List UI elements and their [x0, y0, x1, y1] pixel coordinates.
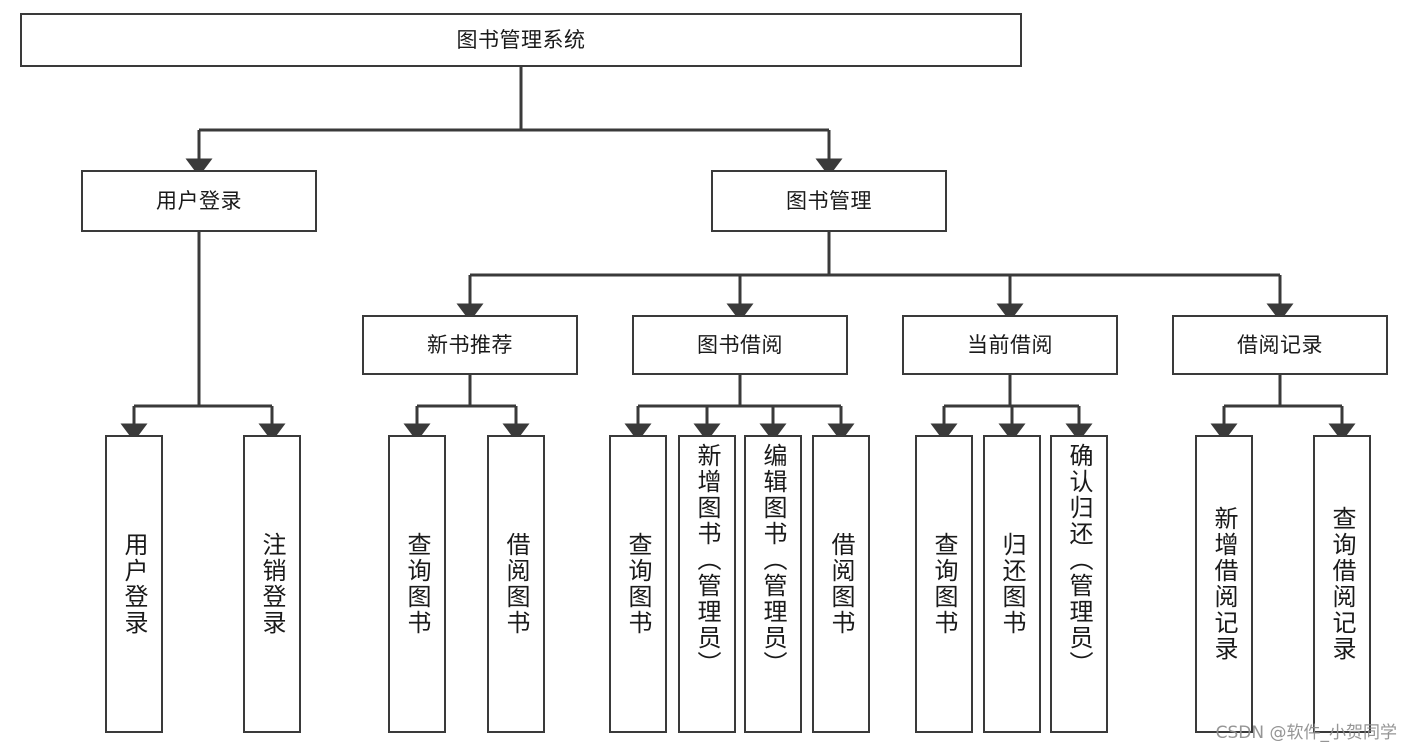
node-label: 查询图书: [624, 532, 652, 636]
node-label: 借阅图书: [827, 532, 855, 636]
node-label: 确认归还（管理员）: [1065, 443, 1093, 677]
node-label: 借阅图书: [502, 532, 530, 636]
node-label: 归还图书: [998, 532, 1026, 636]
node-label: 查询图书: [930, 532, 958, 636]
leaf-leaf-add-book[interactable]: 新增图书（管理员）: [678, 435, 736, 733]
node-label: 图书管理系统: [456, 27, 586, 52]
leaf-leaf-query-book-3[interactable]: 查询图书: [915, 435, 973, 733]
node-label: 新增借阅记录: [1210, 506, 1238, 662]
leaf-leaf-query-record[interactable]: 查询借阅记录: [1313, 435, 1371, 733]
leaf-leaf-user-logout[interactable]: 注销登录: [243, 435, 301, 733]
leaf-leaf-edit-book[interactable]: 编辑图书（管理员）: [744, 435, 802, 733]
node-label: 图书借阅: [697, 332, 783, 357]
node-label: 用户登录: [120, 532, 148, 636]
node-label: 查询图书: [403, 532, 431, 636]
leaf-leaf-add-record[interactable]: 新增借阅记录: [1195, 435, 1253, 733]
node-label: 当前借阅: [967, 332, 1053, 357]
leaf-leaf-borrow-book-2[interactable]: 借阅图书: [812, 435, 870, 733]
node-borrow-record[interactable]: 借阅记录: [1172, 315, 1388, 375]
leaf-leaf-return-book[interactable]: 归还图书: [983, 435, 1041, 733]
node-label: 用户登录: [156, 188, 242, 213]
leaf-leaf-query-book-1[interactable]: 查询图书: [388, 435, 446, 733]
node-book-borrow[interactable]: 图书借阅: [632, 315, 848, 375]
node-root[interactable]: 图书管理系统: [20, 13, 1022, 67]
leaf-leaf-query-book-2[interactable]: 查询图书: [609, 435, 667, 733]
leaf-leaf-user-login[interactable]: 用户登录: [105, 435, 163, 733]
node-label: 新书推荐: [427, 332, 513, 357]
node-label: 查询借阅记录: [1328, 506, 1356, 662]
watermark-label: CSDN @软件_小贺同学: [1215, 723, 1397, 743]
node-label: 图书管理: [786, 188, 872, 213]
node-book-manage[interactable]: 图书管理: [711, 170, 947, 232]
leaf-leaf-borrow-book-1[interactable]: 借阅图书: [487, 435, 545, 733]
node-current-borrow[interactable]: 当前借阅: [902, 315, 1118, 375]
leaf-leaf-confirm-return[interactable]: 确认归还（管理员）: [1050, 435, 1108, 733]
node-user-login[interactable]: 用户登录: [81, 170, 317, 232]
node-label: 借阅记录: [1237, 332, 1323, 357]
node-label: 新增图书（管理员）: [693, 443, 721, 677]
node-label: 注销登录: [258, 532, 286, 636]
node-label: 编辑图书（管理员）: [759, 443, 787, 677]
node-new-book-recommend[interactable]: 新书推荐: [362, 315, 578, 375]
